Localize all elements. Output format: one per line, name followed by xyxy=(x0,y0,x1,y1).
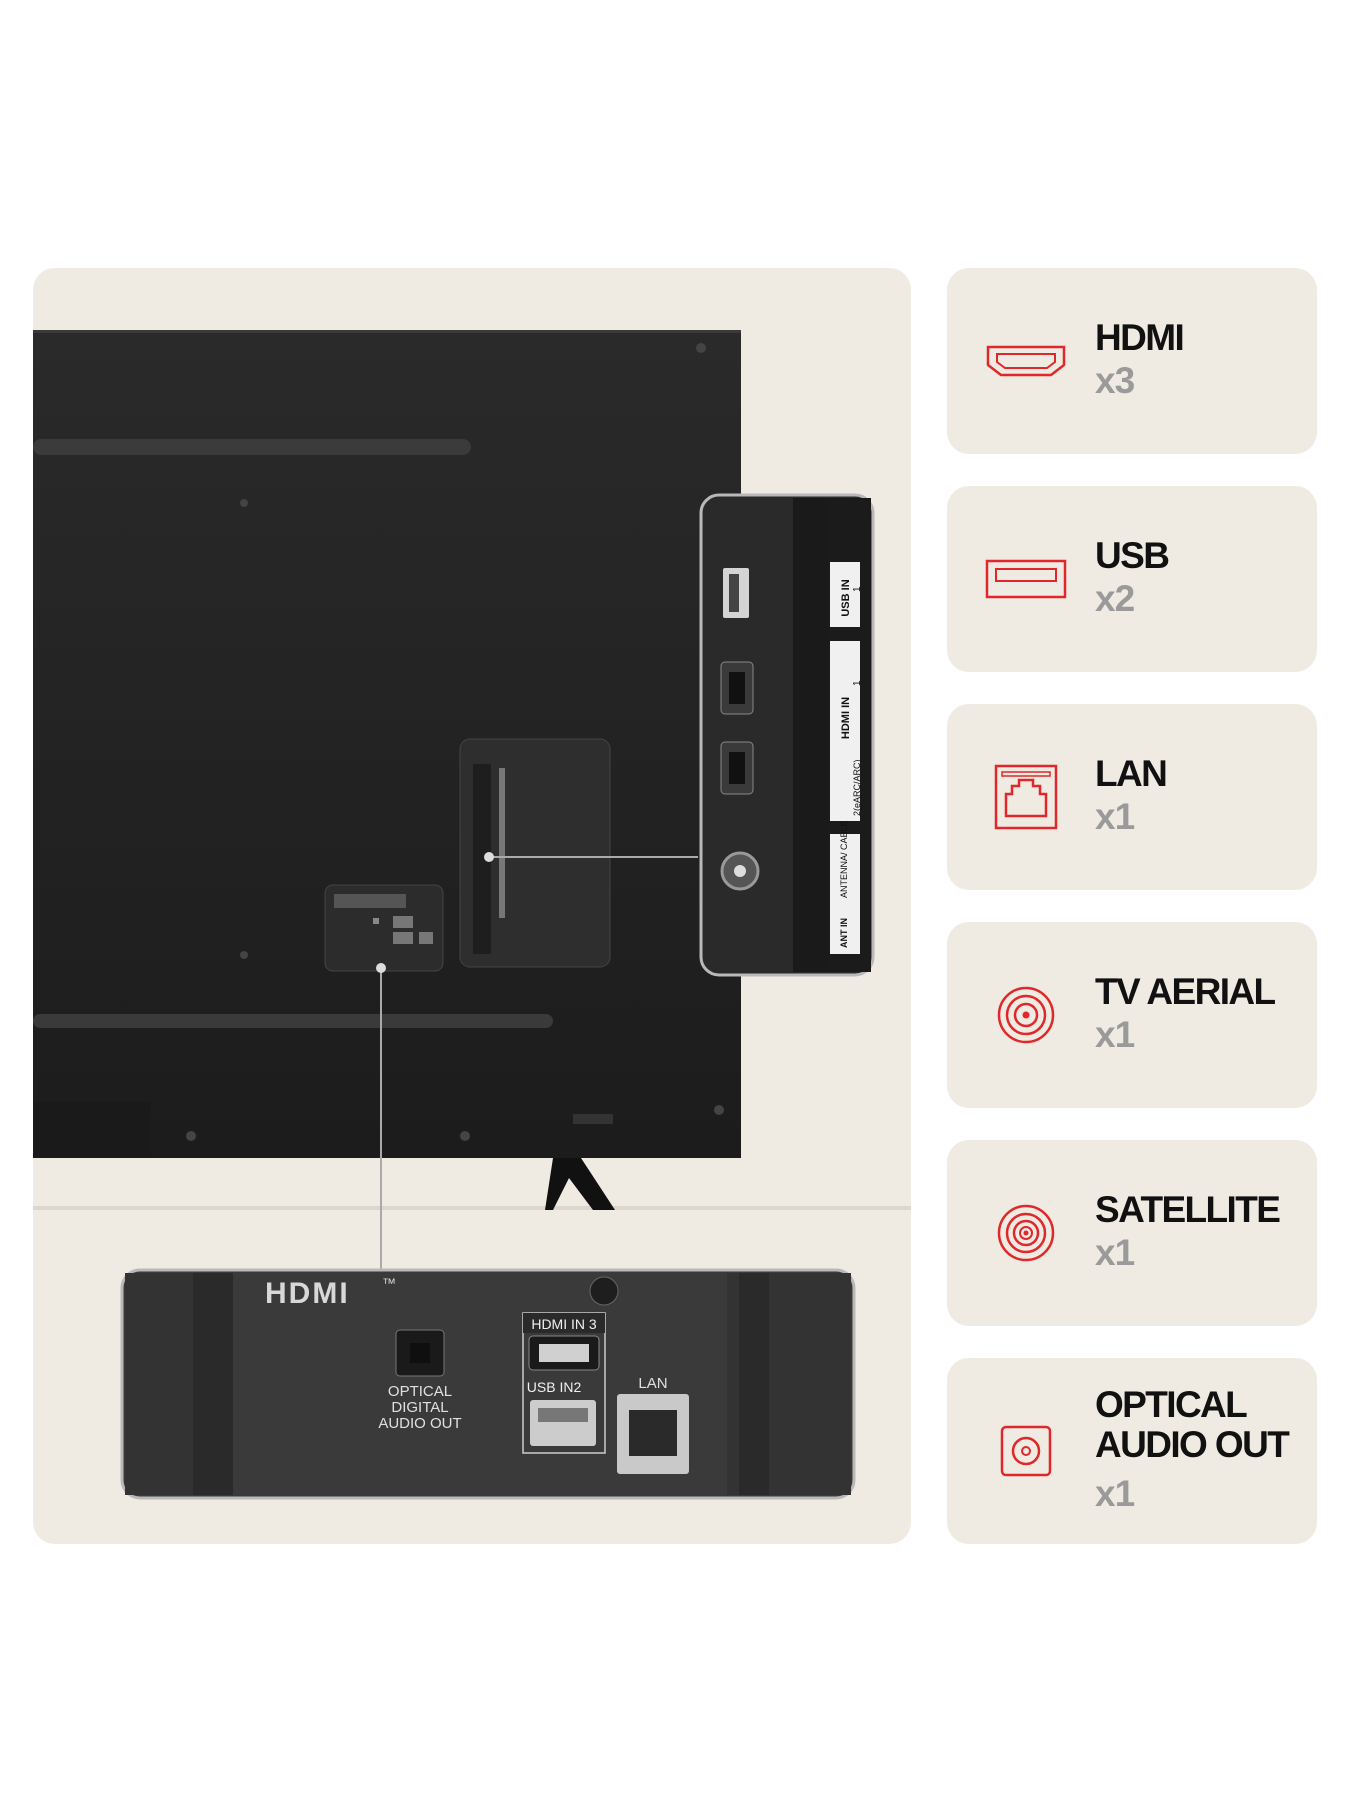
satellite-card: SATELLITE x1 xyxy=(947,1140,1317,1326)
satellite-icon xyxy=(983,1190,1069,1276)
tv-aerial-count: x1 xyxy=(1095,1014,1135,1055)
tv-aerial-title: TV AERIAL xyxy=(1095,971,1276,1012)
usb-port-icon xyxy=(983,536,1069,622)
satellite-title: SATELLITE xyxy=(1095,1189,1281,1230)
tv-aerial-icon xyxy=(983,972,1069,1058)
tv-stand-leg xyxy=(545,1158,615,1210)
usb-in2-label: USB IN2 xyxy=(527,1379,582,1395)
hdmi-in-label: HDMI IN xyxy=(840,697,852,739)
screw xyxy=(460,1131,470,1141)
optical-audio-icon xyxy=(983,1408,1069,1494)
screw xyxy=(589,1276,619,1306)
side-ports-closeup: USB IN 1 HDMI IN 1 2(eARC/ARC) ANTENNA/ … xyxy=(699,493,875,977)
bottom-ports-closeup: HDMI ™ OPTICAL DIGITAL AUDIO OUT HDMI IN… xyxy=(120,1268,856,1500)
hdmi-title: HDMI xyxy=(1095,317,1185,358)
hdmi-num2-label: 2(eARC/ARC) xyxy=(852,759,862,816)
hdmi-card: HDMI x3 xyxy=(947,268,1317,454)
lan-title: LAN xyxy=(1095,753,1168,794)
tv-rear-illustration: USB IN 1 HDMI IN 1 2(eARC/ARC) ANTENNA/ … xyxy=(33,330,911,1500)
usb-title: USB xyxy=(1095,535,1170,576)
optical-audio-title: OPTICAL AUDIO OUT xyxy=(1095,1384,1290,1465)
screw xyxy=(240,951,248,959)
lan-count: x1 xyxy=(1095,796,1135,837)
hdmi-in3-label: HDMI IN 3 xyxy=(531,1316,597,1332)
screw xyxy=(186,1131,196,1141)
usb-count: x2 xyxy=(1095,578,1135,619)
lan-port-icon xyxy=(983,754,1069,840)
usb-in2-port xyxy=(530,1400,596,1446)
floor-line xyxy=(33,1206,911,1210)
tv-rear-panel-card: USB IN 1 HDMI IN 1 2(eARC/ARC) ANTENNA/ … xyxy=(33,268,911,1544)
optical-audio-count: x1 xyxy=(1095,1473,1135,1514)
optical-label-3: AUDIO OUT xyxy=(378,1415,461,1432)
usb-card: USB x2 xyxy=(947,486,1317,672)
screw xyxy=(714,1105,724,1115)
optical-label-1: OPTICAL xyxy=(388,1383,452,1400)
antenna-label: ANTENNA/ CABLE xyxy=(839,820,849,898)
lan-label: LAN xyxy=(638,1375,667,1392)
screw xyxy=(240,499,248,507)
hdmi-tm: ™ xyxy=(382,1275,396,1291)
bottom-ridge xyxy=(33,1014,553,1028)
optical-label-2: DIGITAL xyxy=(391,1399,448,1416)
hdmi-num1-label: 1 xyxy=(852,680,863,686)
satellite-count: x1 xyxy=(1095,1232,1135,1273)
hdmi-logo: HDMI xyxy=(265,1277,350,1310)
usb-num-label: 1 xyxy=(852,586,863,592)
speaker-grille-top xyxy=(33,439,471,455)
lan-card: LAN x1 xyxy=(947,704,1317,890)
usb-in-label: USB IN xyxy=(840,579,852,616)
ant-in-label: ANT IN xyxy=(839,918,849,948)
hdmi-count: x3 xyxy=(1095,360,1135,401)
tv-aerial-card: TV AERIAL x1 xyxy=(947,922,1317,1108)
side-port-recess xyxy=(459,738,611,968)
screw xyxy=(696,343,706,353)
optical-audio-card: OPTICAL AUDIO OUT x1 xyxy=(947,1358,1317,1544)
hdmi-port-icon xyxy=(983,318,1069,404)
